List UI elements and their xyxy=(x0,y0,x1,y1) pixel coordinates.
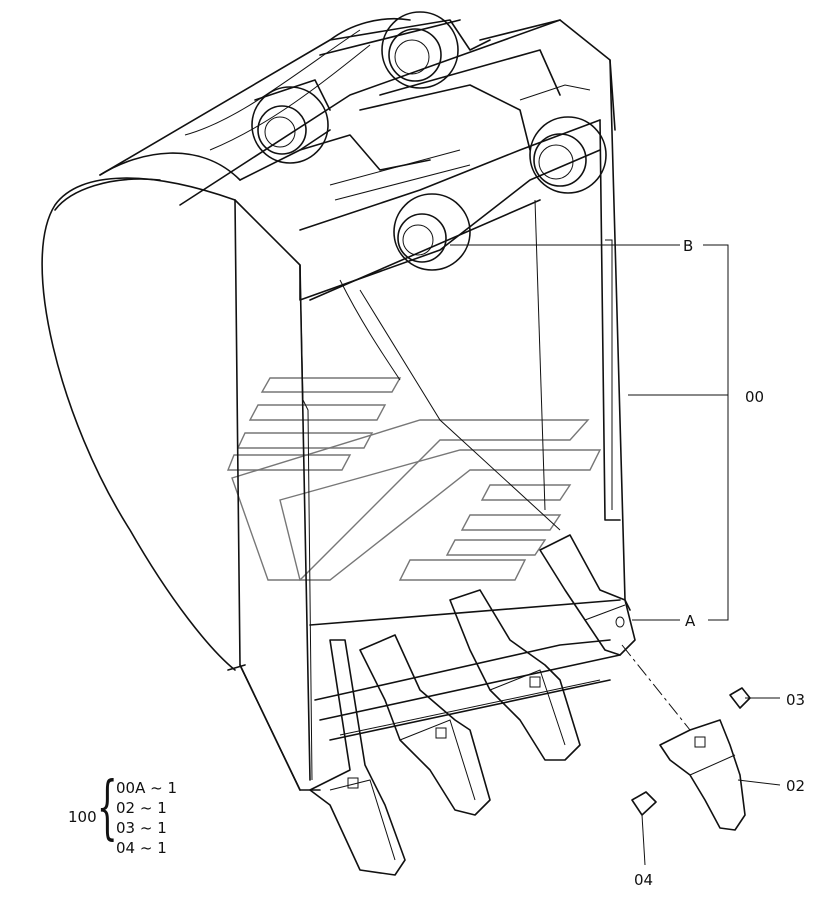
pin-boss-lower-right xyxy=(529,116,607,194)
callout-lock: 04 xyxy=(634,871,653,889)
watermark-logo xyxy=(226,377,602,581)
brace-icon: { xyxy=(97,767,118,847)
parts-list: 100 { 00A ~ 1 02 ~ 1 03 ~ 1 04 ~ 1 xyxy=(68,767,177,857)
lock-pin xyxy=(631,791,657,816)
parts-row: 00A ~ 1 xyxy=(116,779,177,797)
parts-row: 04 ~ 1 xyxy=(116,839,167,857)
callout-tooth-pin: 03 xyxy=(786,691,805,709)
pin-boss-upper-right xyxy=(381,11,459,89)
tooth-4 xyxy=(539,534,636,656)
parts-row: 03 ~ 1 xyxy=(116,819,167,837)
tooth-2 xyxy=(359,634,491,816)
centerline xyxy=(621,644,691,731)
callout-b: B xyxy=(683,237,693,255)
pin-boss-upper-left xyxy=(251,79,331,164)
callout-assembly: 00 xyxy=(745,388,764,406)
callout-a: A xyxy=(685,612,696,630)
leader-lines xyxy=(450,244,781,866)
tooth-3 xyxy=(449,589,581,761)
tooth-1 xyxy=(309,639,406,876)
callout-tooth: 02 xyxy=(786,777,805,795)
pin-boss-lower-left xyxy=(393,193,471,271)
assembly-number: 100 xyxy=(68,808,97,826)
exploded-tooth xyxy=(659,719,746,831)
parts-row: 02 ~ 1 xyxy=(116,799,167,817)
